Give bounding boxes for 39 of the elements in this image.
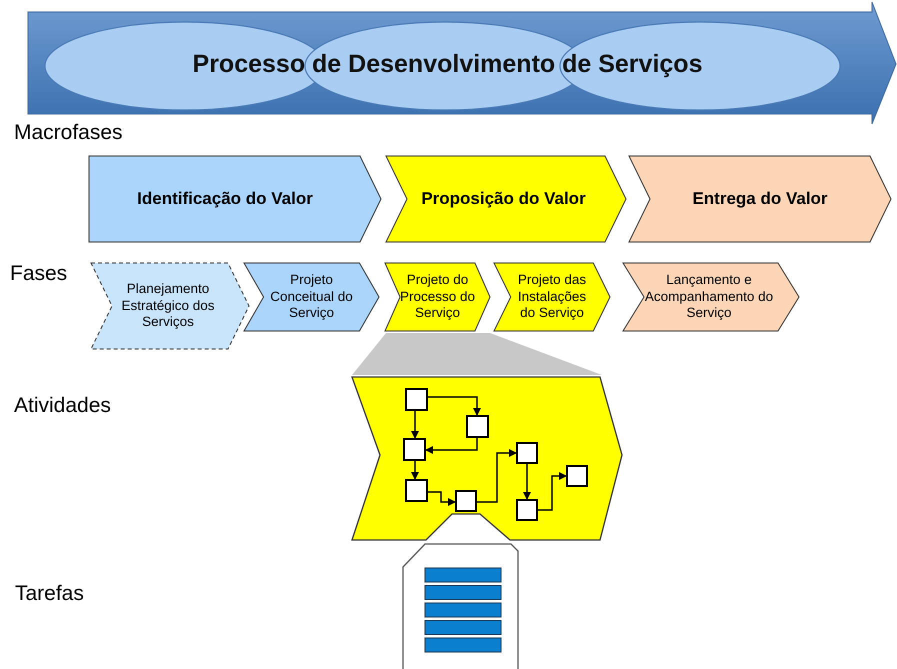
activity-box [405, 479, 428, 502]
level-label: Tarefas [15, 582, 84, 606]
macrophase-block [88, 155, 382, 243]
phase-block [384, 262, 491, 332]
phase-title: Projeto do Processo do Serviço [398, 272, 476, 322]
level-label: Atividades [14, 394, 111, 418]
phase-block [90, 262, 250, 350]
arrow [428, 491, 456, 506]
activity-box [566, 465, 588, 487]
arrow [477, 449, 517, 503]
activity-box [455, 490, 477, 512]
macrophase-title: Identificação do Valor [137, 188, 313, 210]
arrow [411, 411, 419, 439]
macrophase-block [385, 155, 627, 243]
level-label: Fases [10, 262, 68, 286]
activity-panel [350, 375, 624, 542]
phase-title: Projeto Conceitual do Serviço [269, 272, 354, 322]
phase-block [243, 262, 380, 332]
phase-block [493, 262, 611, 332]
activity-box [403, 438, 426, 461]
phase-title: Lançamento e Acompanhamento do Serviço [644, 272, 774, 322]
arrow [428, 396, 481, 416]
macrophase-title: Proposição do Valor [421, 188, 586, 210]
banner-title: Processo de Desenvolvimento de Serviços [192, 50, 702, 78]
activity-box [516, 442, 538, 464]
arrow [538, 472, 567, 511]
task-panel [402, 543, 519, 669]
arrow [411, 461, 419, 480]
activity-box [405, 388, 428, 411]
phase-block [622, 262, 800, 332]
activity-box [466, 415, 489, 438]
phase-title: Planejamento Estratégico dos Serviços [120, 280, 216, 332]
macrophase-title: Entrega do Valor [692, 188, 828, 210]
macrophase-block [628, 155, 892, 243]
arrow [523, 464, 531, 500]
level-label: Macrofases [14, 121, 123, 145]
activity-box [516, 499, 538, 521]
arrow [425, 438, 478, 454]
phase-title: Projeto das Instalações do Serviço [516, 272, 588, 322]
